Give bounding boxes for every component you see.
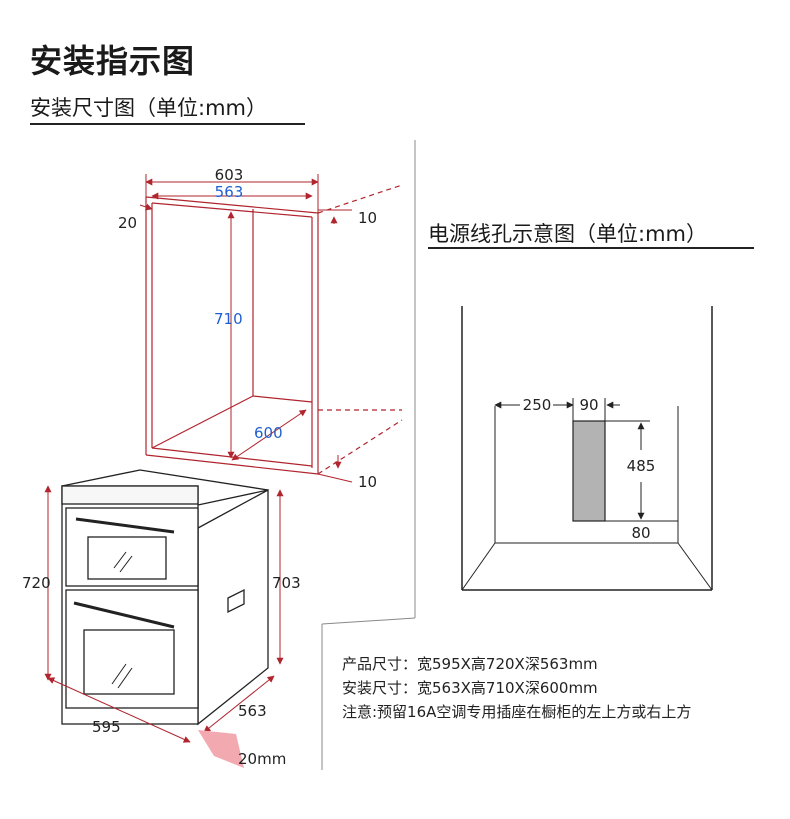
dim-250 bbox=[494, 398, 574, 421]
power-hole bbox=[572, 420, 606, 522]
label-10-top: 10 bbox=[358, 209, 377, 227]
dim-10-bottom bbox=[317, 455, 353, 483]
dim-595 bbox=[47, 677, 191, 743]
product-size-text: 产品尺寸：宽595X高720X深563mm bbox=[342, 655, 598, 673]
dim-20-left bbox=[139, 203, 153, 211]
dim-485 bbox=[605, 420, 678, 522]
label-600: 600 bbox=[254, 424, 283, 442]
label-485: 485 bbox=[627, 457, 656, 475]
label-595: 595 bbox=[92, 718, 121, 736]
dim-90 bbox=[604, 398, 620, 421]
label-20mm: 20mm bbox=[238, 750, 286, 768]
label-720: 720 bbox=[22, 574, 51, 592]
power-hole-inner bbox=[461, 406, 713, 591]
dim-10-top bbox=[318, 209, 352, 224]
install-size-subtitle: 安装尺寸图（单位:mm） bbox=[30, 96, 267, 120]
label-90: 90 bbox=[579, 396, 598, 414]
spec-notes: 产品尺寸：宽595X高720X深563mm 安装尺寸：宽563X高710X深60… bbox=[342, 652, 691, 724]
power-hole-title: 电源线孔示意图（单位:mm） bbox=[428, 222, 707, 246]
dim-603 bbox=[145, 174, 319, 213]
label-250: 250 bbox=[523, 396, 552, 414]
label-703: 703 bbox=[272, 574, 301, 592]
label-563: 563 bbox=[215, 183, 244, 201]
socket-note-text: 注意:预留16A空调专用插座在橱柜的左上方或右上方 bbox=[342, 703, 692, 721]
dim-563-oven bbox=[203, 675, 275, 733]
subtitle-underline bbox=[30, 123, 305, 125]
label-603: 603 bbox=[215, 166, 244, 184]
page-title: 安装指示图 bbox=[30, 42, 196, 80]
install-size-text: 安装尺寸：宽563X高710X深600mm bbox=[342, 679, 598, 697]
power-hole-cabinet bbox=[461, 306, 713, 591]
power-hole-title-underline bbox=[428, 247, 754, 249]
label-20: 20 bbox=[118, 214, 137, 232]
section-divider-step bbox=[321, 617, 416, 625]
label-80: 80 bbox=[631, 524, 650, 542]
label-563-oven: 563 bbox=[238, 702, 267, 720]
gap-highlight bbox=[198, 730, 244, 768]
oven-body bbox=[61, 469, 269, 726]
cabinet-niche bbox=[145, 184, 403, 475]
dim-600 bbox=[231, 409, 307, 461]
label-10-bottom: 10 bbox=[358, 473, 377, 491]
label-710: 710 bbox=[214, 310, 243, 328]
